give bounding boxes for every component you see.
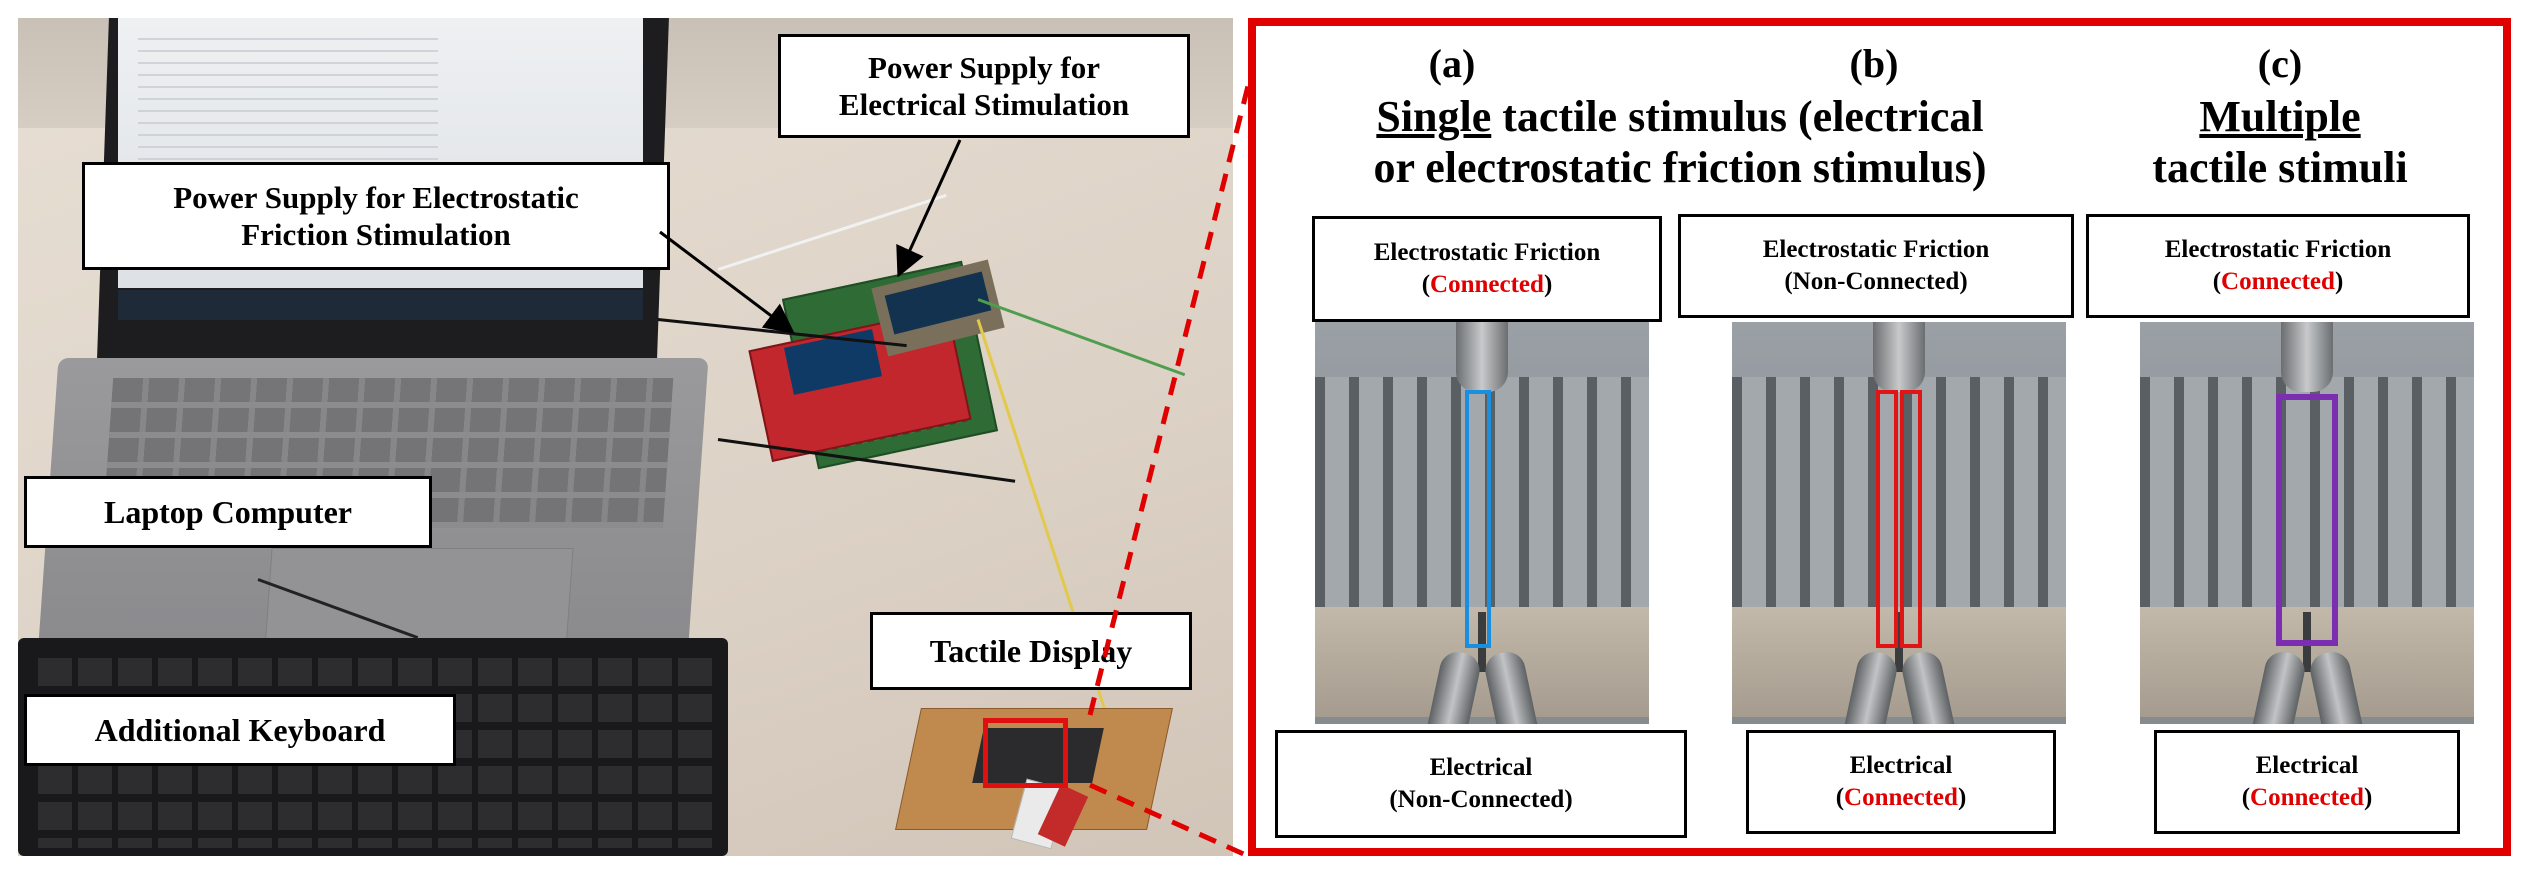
stimulus-highlight-purple — [2276, 394, 2338, 646]
top-box-label: Electrostatic Friction — [2164, 235, 2392, 263]
heading-multiple: Multiple tactile stimuli — [2080, 92, 2480, 193]
state-connected: Connected — [2250, 784, 2364, 811]
label-text: Tactile Display — [929, 632, 1133, 669]
paren: ( — [1784, 268, 1793, 295]
bottom-box-state-line: (Connected) — [1836, 782, 1967, 815]
heading-multiple-underlined: Multiple — [2199, 92, 2361, 141]
state-non-connected: Non-Connected — [1792, 268, 1960, 295]
paren: ( — [1835, 784, 1845, 811]
label-line: Electrical Stimulation — [838, 87, 1130, 122]
label-line: Friction Stimulation — [241, 217, 511, 252]
paren: ) — [1959, 268, 1968, 295]
top-box-state-line: (Non-Connected) — [1784, 266, 1967, 299]
heading-single-line2: or electrostatic friction stimulus) — [1373, 142, 1987, 192]
label-keyboard: Additional Keyboard — [24, 694, 456, 766]
paren: ) — [2363, 784, 2373, 811]
top-box-c: Electrostatic Friction (Connected) — [2086, 214, 2470, 318]
state-connected: Connected — [1430, 271, 1544, 298]
heading-single-underlined: Single — [1376, 92, 1492, 141]
state-non-connected: Non-Connected — [1397, 786, 1565, 813]
bottom-box-label: Electrical — [1849, 751, 1953, 779]
column-letter-a: (a) — [1428, 41, 1476, 86]
paren: ) — [1564, 786, 1573, 813]
state-connected: Connected — [2221, 268, 2335, 295]
top-box-state-line: (Connected) — [2213, 266, 2344, 299]
label-text: Additional Keyboard — [94, 711, 386, 748]
probe-top — [2281, 322, 2333, 392]
bottom-box-label: Electrical — [1429, 753, 1533, 781]
stimulus-highlight-red-left — [1876, 390, 1898, 648]
electrode-array — [1732, 377, 2066, 607]
paren: ) — [2334, 268, 2344, 295]
probe-pin — [1478, 612, 1486, 672]
probe-top — [1873, 322, 1925, 392]
bottom-box-state-line: (Non-Connected) — [1389, 784, 1572, 817]
paren: ( — [2241, 784, 2251, 811]
heading-single-line1: Single tactile stimulus (electrical — [1300, 92, 2060, 143]
column-letter-b: (b) — [1849, 41, 1899, 86]
electrode-array — [1315, 377, 1649, 607]
top-box-label: Electrostatic Friction — [1373, 238, 1601, 266]
heading-single: Single tactile stimulus (electrical or e… — [1300, 92, 2060, 193]
bottom-box-a: Electrical (Non-Connected) — [1275, 730, 1687, 838]
label-line: Power Supply for — [868, 49, 1100, 85]
taskbar — [118, 290, 643, 320]
top-box-b: Electrostatic Friction (Non-Connected) — [1678, 214, 2074, 318]
probe-top — [1456, 322, 1508, 392]
paren: ( — [2212, 268, 2222, 295]
closeup-photo-c — [2140, 322, 2474, 724]
bottom-box-state-line: (Connected) — [2242, 782, 2373, 815]
bottom-box-c: Electrical (Connected) — [2154, 730, 2460, 834]
paren: ) — [1957, 784, 1967, 811]
label-text: Laptop Computer — [103, 493, 352, 530]
top-box-label: Electrostatic Friction — [1762, 235, 1990, 263]
label-tactile-display: Tactile Display — [870, 612, 1192, 690]
heading-multiple-line2: tactile stimuli — [2152, 142, 2408, 192]
label-line: Power Supply for Electrostatic — [173, 179, 579, 215]
tactile-display-highlight — [983, 718, 1068, 788]
paren: ( — [1421, 271, 1431, 298]
state-connected: Connected — [1844, 784, 1958, 811]
closeup-photo-a — [1315, 322, 1649, 724]
bottom-box-label: Electrical — [2255, 751, 2359, 779]
closeup-photo-b — [1732, 322, 2066, 724]
probe-pin — [1895, 612, 1903, 672]
label-power-supply-electrical: Power Supply for Electrical Stimulation — [778, 34, 1190, 138]
top-box-state-line: (Connected) — [1422, 269, 1553, 302]
top-box-a: Electrostatic Friction (Connected) — [1312, 216, 1662, 322]
paren: ) — [1543, 271, 1553, 298]
bottom-box-b: Electrical (Connected) — [1746, 730, 2056, 834]
stimulus-highlight-red-right — [1900, 390, 1922, 648]
electrode-array — [2140, 377, 2474, 607]
heading-single-rest: tactile stimulus (electrical — [1491, 92, 1984, 141]
stimulus-highlight-blue — [1465, 390, 1491, 648]
column-letter-c: (c) — [2257, 41, 2303, 86]
label-laptop: Laptop Computer — [24, 476, 432, 548]
label-power-supply-electrostatic: Power Supply for Electrostatic Friction … — [82, 162, 670, 270]
paren: ( — [1389, 786, 1398, 813]
